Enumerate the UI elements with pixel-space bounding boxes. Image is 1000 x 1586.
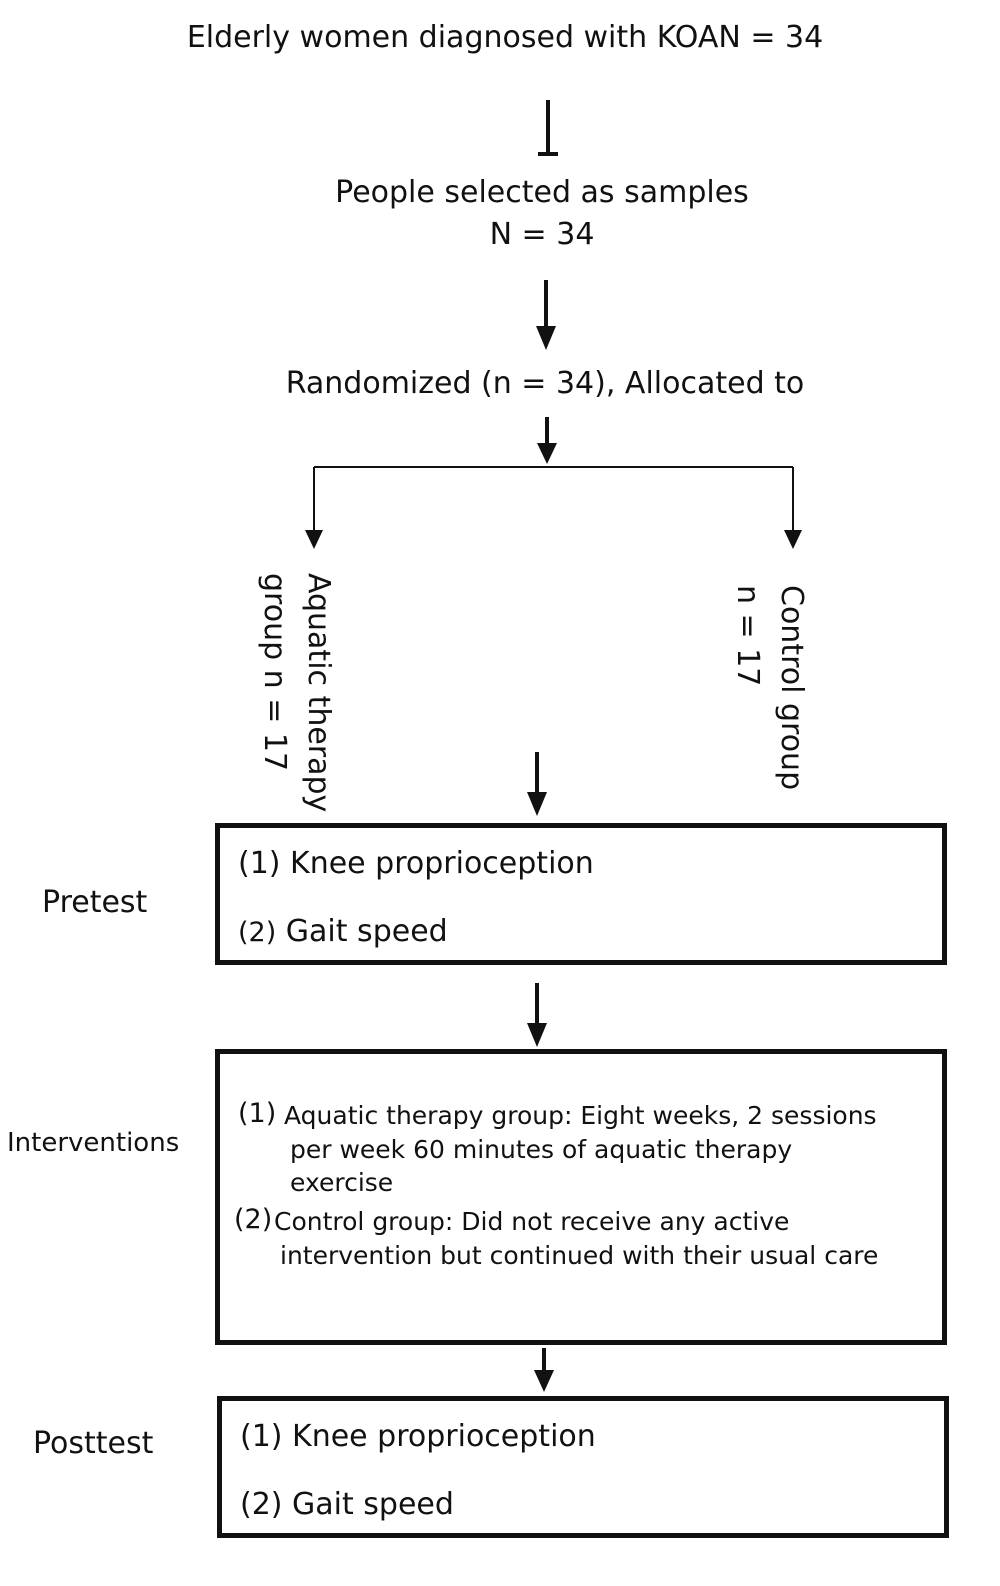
arrow-to-split: [537, 417, 557, 464]
control-group-label: Control group n = 17: [725, 585, 813, 790]
intervention-aquatic-line2: per week 60 minutes of aquatic therapy: [290, 1135, 793, 1164]
interventions-label: Interventions: [7, 1128, 180, 1158]
control-group-line1: Control group: [774, 585, 809, 791]
pretest-item-gait-text: Gait speed: [285, 914, 448, 949]
posttest-box: (1) Knee proprioception (2) Gait speed: [217, 1396, 949, 1538]
arrow-to-posttest: [534, 1348, 554, 1392]
intervention-control-number: (2): [234, 1204, 273, 1235]
aquatic-group-line1: Aquatic therapy: [301, 573, 336, 813]
sample-selection-label: People selected as samples: [335, 175, 749, 210]
control-group-line2: n = 17: [730, 585, 765, 687]
arrow-to-interventions: [527, 983, 547, 1047]
arrow-to-randomization: [536, 280, 556, 350]
intervention-aquatic-number: (1): [238, 1098, 277, 1129]
pretest-item-knee: (1) Knee proprioception: [238, 846, 594, 881]
arrow-to-control-group: [784, 467, 802, 549]
aquatic-group-line2: group n = 17: [257, 573, 292, 772]
sample-size-label: N = 34: [489, 217, 595, 252]
aquatic-group-label: Aquatic therapy group n = 17: [252, 573, 340, 812]
posttest-item-knee: (1) Knee proprioception: [240, 1419, 596, 1454]
posttest-label: Posttest: [33, 1426, 154, 1461]
intervention-aquatic-line3: exercise: [290, 1168, 394, 1197]
pretest-item-gait-number: (2): [238, 917, 277, 948]
arrow-to-pretest: [527, 752, 547, 816]
interventions-box: (1) Aquatic therapy group: Eight weeks, …: [215, 1049, 947, 1345]
pretest-box: (1) Knee proprioception (2) Gait speed: [215, 823, 947, 965]
study-population-label: Elderly women diagnosed with KOAN = 34: [186, 20, 824, 55]
intervention-control-line1: Control group: Did not receive any activ…: [274, 1207, 790, 1236]
intervention-control-line2: intervention but continued with their us…: [280, 1241, 879, 1270]
posttest-item-gait: (2) Gait speed: [240, 1487, 454, 1522]
intervention-aquatic-line1: Aquatic therapy group: Eight weeks, 2 se…: [284, 1101, 877, 1130]
title-connector: [538, 100, 558, 156]
arrow-to-aquatic-group: [305, 467, 323, 549]
randomization-label: Randomized (n = 34), Allocated to: [285, 366, 805, 401]
pretest-label: Pretest: [42, 885, 148, 920]
pretest-item-gait: (2) Gait speed: [238, 914, 448, 949]
